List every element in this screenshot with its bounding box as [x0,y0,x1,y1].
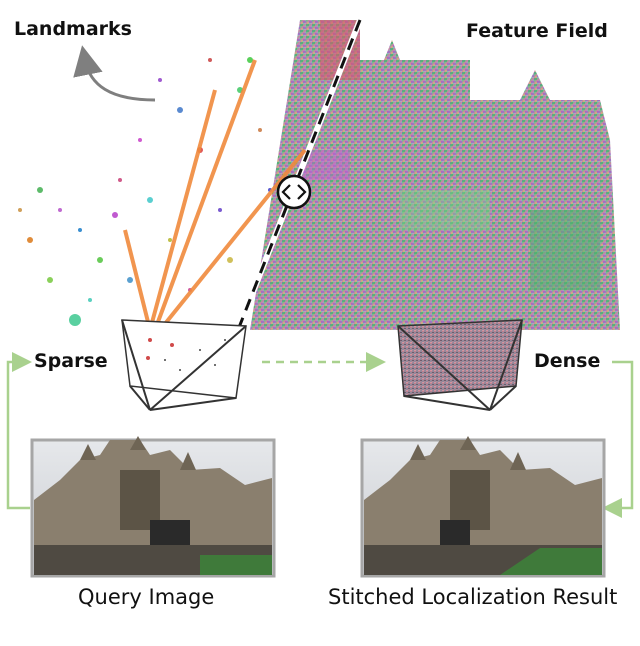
query-image-caption: Query Image [78,585,214,609]
query-to-sparse-arrow [8,362,30,508]
sparse-label: Sparse [34,350,108,372]
stitched-result-caption: Stitched Localization Result [328,585,617,609]
query-image [32,436,274,576]
landmarks-label: Landmarks [14,18,132,40]
angle-brackets-icon [278,176,310,208]
feature-field-label: Feature Field [466,20,608,42]
sparse-frustum [122,320,246,410]
dense-frustum [398,320,522,410]
dense-label: Dense [534,350,600,372]
landmarks-pointer-arrow [85,60,155,100]
dense-to-result-arrow [612,362,632,508]
feature-field-render [250,20,620,330]
stitched-result-image [362,436,604,576]
